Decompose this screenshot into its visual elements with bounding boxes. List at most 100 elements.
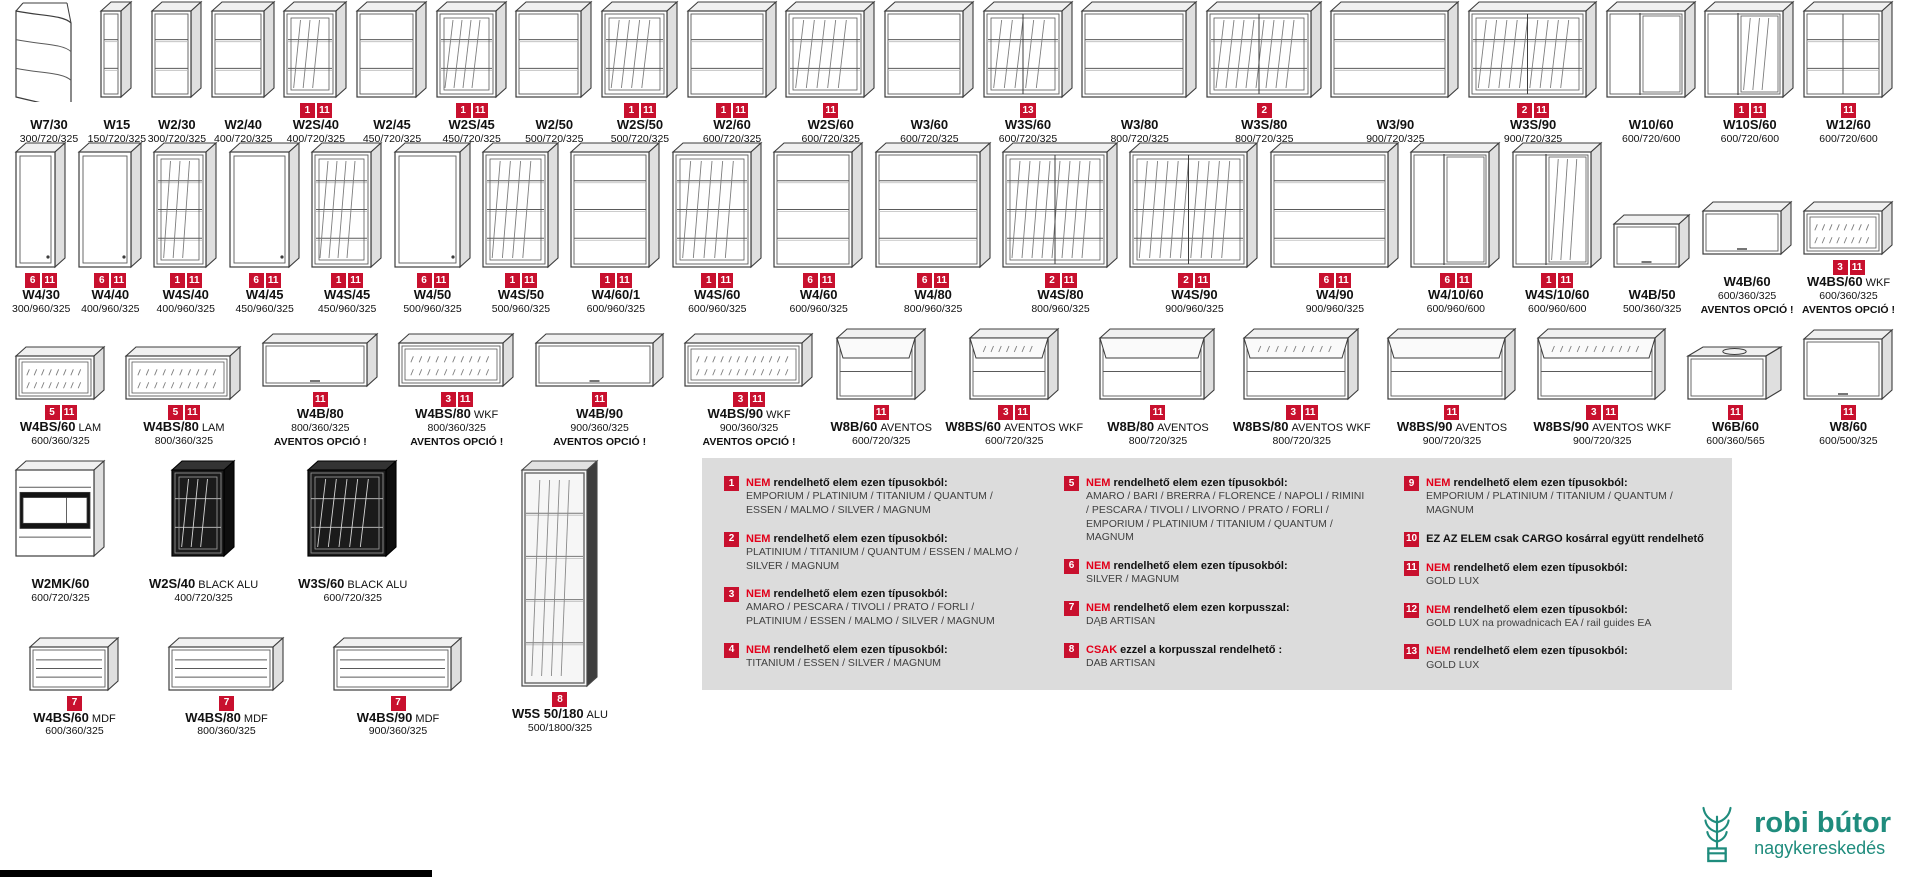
cabinet-drawing: [782, 0, 879, 102]
cabinet-code: W4S/90: [1171, 287, 1218, 303]
cabinet-code: W4/90: [1316, 287, 1354, 303]
cabinet-drawing: [395, 331, 518, 391]
cabinet-dimensions: 900/960/325: [1305, 303, 1365, 316]
footnote-badge: 8: [552, 692, 568, 707]
footnote-badge: 1: [299, 103, 315, 119]
cabinet-drawing: [567, 140, 664, 272]
cabinet-code: W4S/80: [1037, 287, 1084, 303]
footnote-badges: 7: [219, 695, 234, 711]
cabinet-drawing: [353, 0, 431, 102]
footnote-badge: 11: [1456, 273, 1472, 289]
footnote-badge: 2: [1517, 103, 1533, 119]
cabinet-variant: MDF: [415, 712, 440, 725]
cabinet-drawing: [1610, 212, 1694, 272]
cabinet-code: W4/10/60: [1427, 287, 1484, 303]
footnote-badge: 11: [1534, 103, 1550, 119]
cabinet-dimensions: 800/720/325: [1235, 133, 1294, 146]
footnote-badge: 11: [186, 273, 202, 289]
cabinet-dimensions: 500/360/325: [1622, 303, 1682, 316]
cabinet-dimensions: 800/960/325: [903, 303, 963, 316]
footnote-badges: 2: [1256, 103, 1272, 119]
cabinet-code: W2S/40: [292, 117, 339, 133]
cabinet-dimensions: 900/720/325: [1573, 435, 1632, 448]
cabinet-code: W12/60: [1826, 117, 1871, 133]
cabinet-code: W4S/45: [323, 287, 371, 303]
cabinet-code: W3/60: [910, 117, 949, 133]
footnote-badge: 11: [1335, 273, 1351, 289]
cabinet-variant: BLACK ALU: [347, 579, 408, 591]
cabinet-dimensions: 400/720/325: [286, 133, 346, 146]
cabinet-variant: ALU: [586, 709, 608, 721]
cabinet-variant: AVENTOS WKF: [1291, 422, 1371, 435]
cabinet-code: W2/60: [713, 117, 751, 133]
footnote-badge: 11: [521, 273, 537, 289]
cabinet-code: W10/60: [1628, 117, 1674, 133]
footnote-badge: 11: [733, 103, 749, 119]
cabinet-dimensions: 500/720/325: [525, 133, 584, 146]
footnote-badge: 11: [1750, 103, 1766, 119]
cabinet-code: W15: [103, 117, 131, 133]
cabinet-dimensions: 600/960/325: [586, 303, 646, 316]
footnote-badge: 11: [1849, 260, 1865, 276]
footnote-badge: 2: [1044, 273, 1060, 289]
footnote-badge: 1: [623, 103, 639, 119]
cabinet-drawing: [966, 326, 1063, 404]
footnote-badges: 11: [823, 103, 839, 119]
footnote-badge: 5: [167, 405, 183, 421]
cabinet-dimensions: 800/360/325: [197, 725, 256, 738]
cabinet-drawing: [1327, 0, 1463, 102]
cabinet-dimensions: 800/360/325: [427, 422, 486, 435]
cabinet-drawing: [12, 140, 70, 272]
cabinet-dimensions: 600/960/325: [688, 303, 747, 316]
cabinet-drawing: [532, 331, 668, 391]
cabinet-drawing: [1701, 0, 1798, 102]
cabinet-dimensions: 900/720/325: [1503, 133, 1563, 146]
footnote-badge: 5: [44, 405, 60, 421]
cabinet-dimensions: 900/360/325: [368, 725, 428, 738]
cabinet-dimensions: 400/720/325: [174, 591, 233, 604]
cabinet-dimensions: 800/360/325: [154, 435, 214, 448]
cabinet-code: W4S/40: [162, 287, 209, 303]
cabinet-drawing: [681, 331, 817, 391]
cabinet-code: W3S/80: [1241, 117, 1288, 133]
cabinet-drawing: [1603, 0, 1700, 102]
